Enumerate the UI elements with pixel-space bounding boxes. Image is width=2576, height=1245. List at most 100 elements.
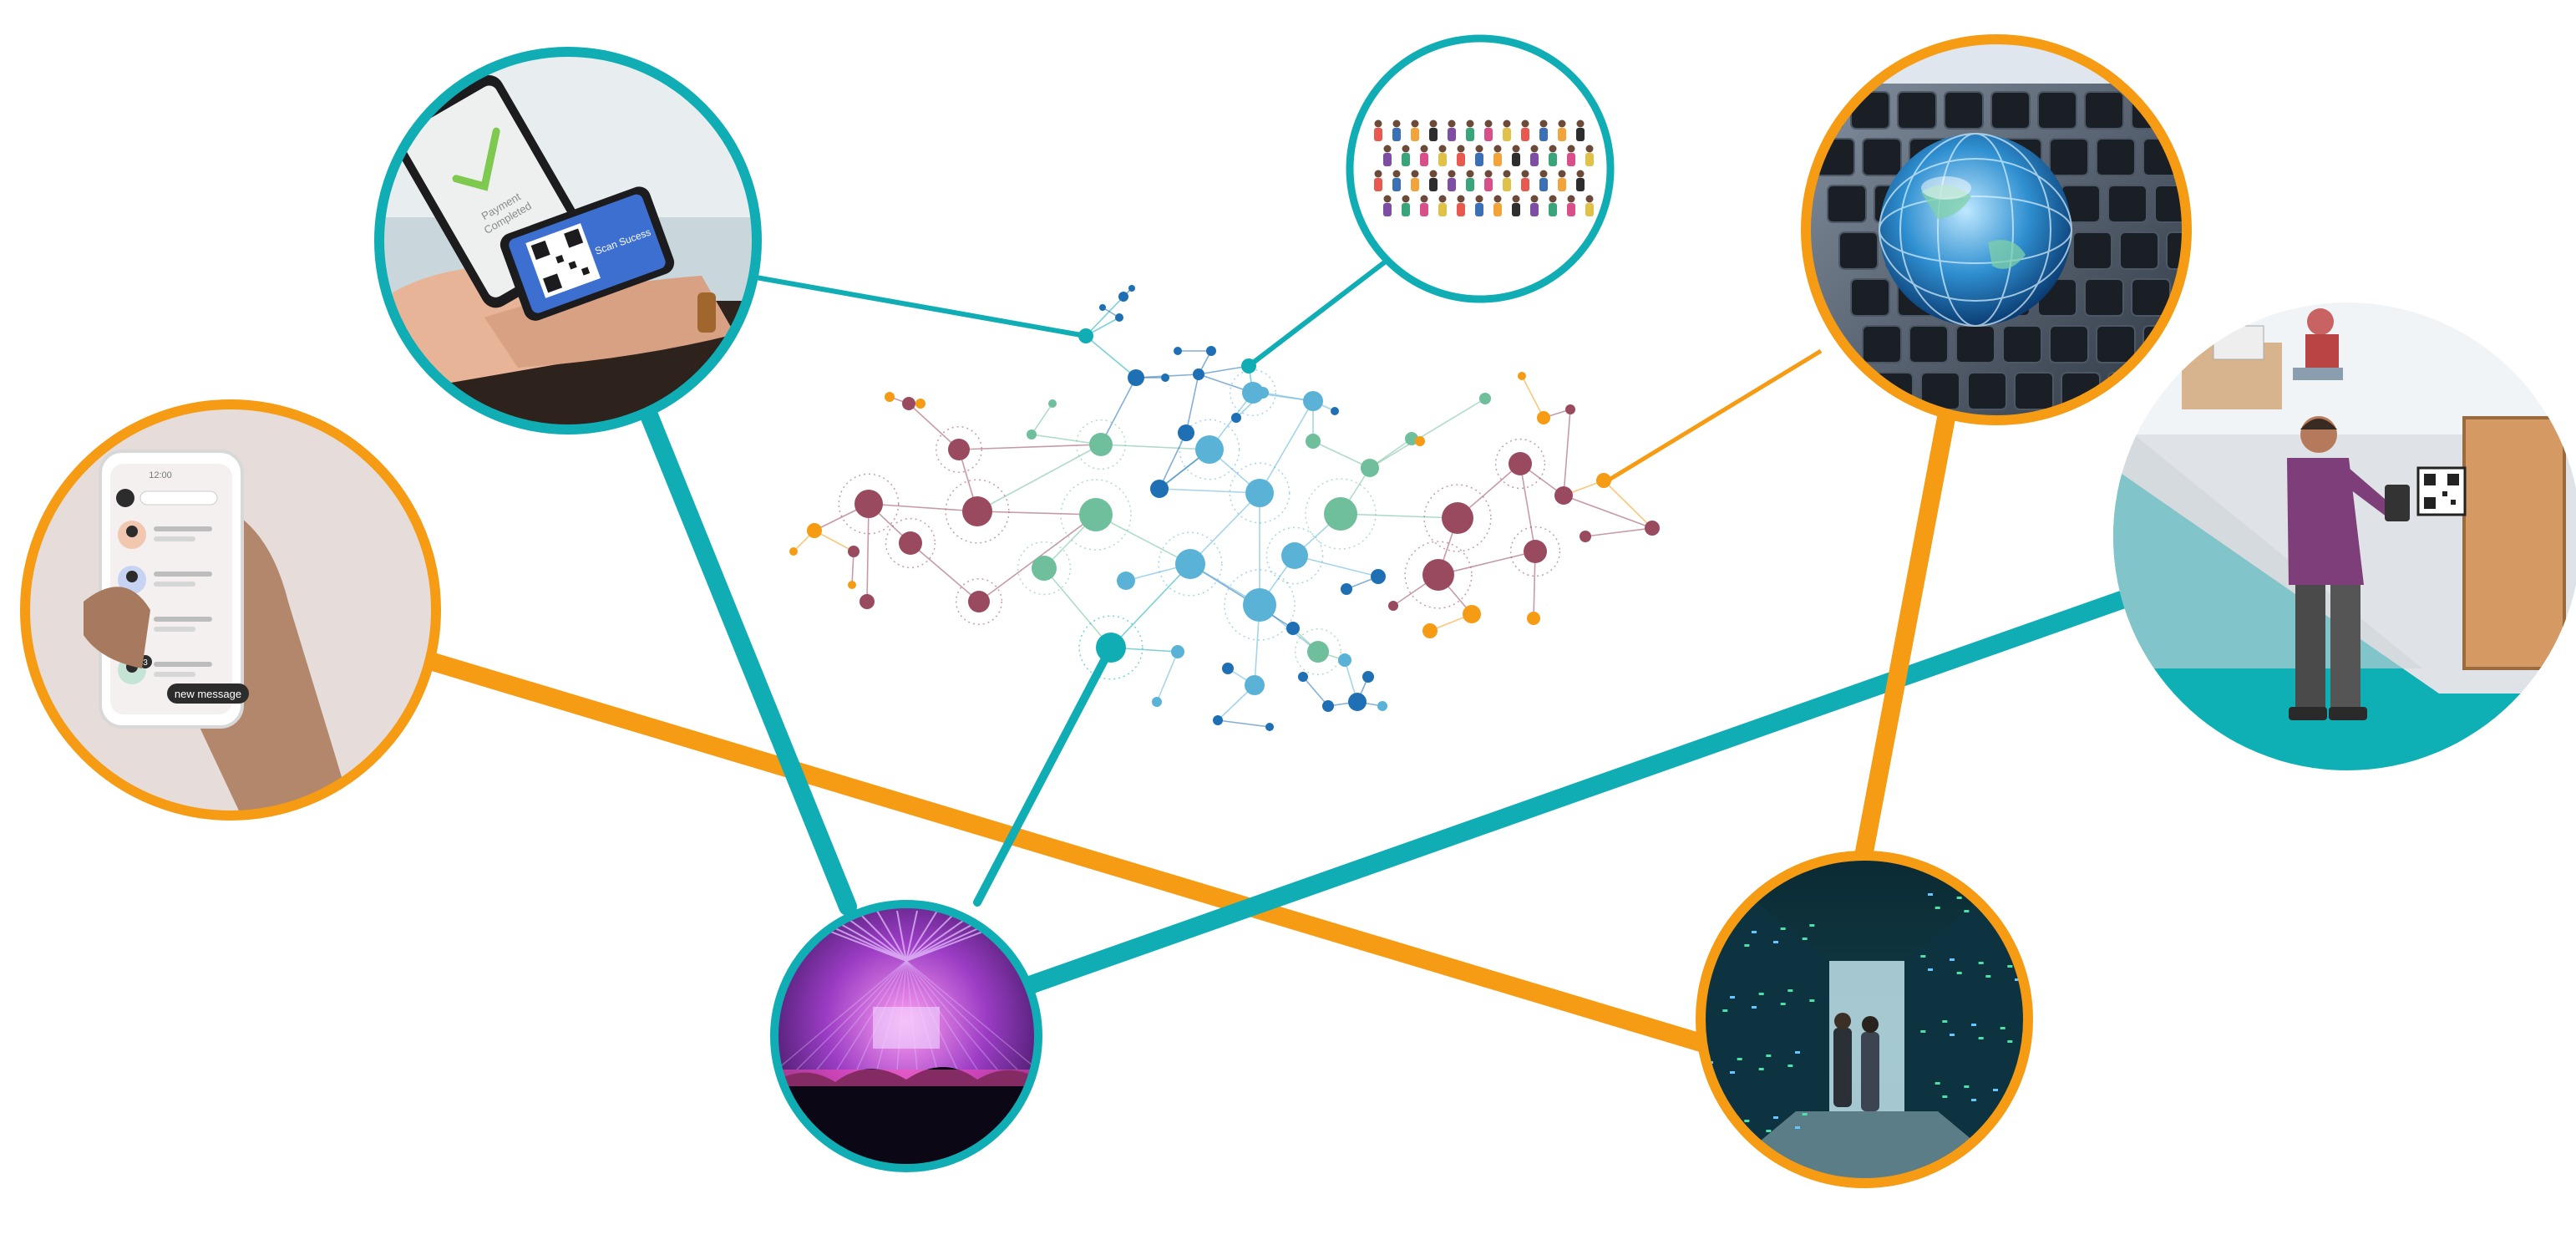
network-node — [1242, 382, 1264, 404]
network-node — [807, 523, 822, 538]
network-node-halo — [1158, 531, 1223, 597]
network-edge — [1156, 651, 1179, 703]
network-edge — [1340, 513, 1458, 519]
network-edge — [908, 403, 960, 450]
crowd-person-head — [1512, 145, 1520, 153]
network-node-halo — [1229, 462, 1291, 524]
network-node — [848, 581, 856, 589]
crowd-person-head — [1392, 119, 1401, 128]
connector-payment-to-concert — [638, 402, 857, 916]
network-node — [854, 490, 883, 518]
new-message-button[interactable]: new message — [175, 688, 241, 700]
crowd-person-head — [1493, 145, 1502, 153]
server-rack-light — [1978, 962, 1984, 964]
server-rack-light — [2000, 1027, 2006, 1029]
crowd-person-body — [1374, 178, 1382, 191]
crowd-person-head — [1493, 195, 1502, 203]
server-rack-light — [1758, 1068, 1764, 1070]
crowd-person-head — [1383, 145, 1392, 153]
server-rack-light — [1935, 907, 1940, 909]
network-node — [968, 591, 990, 612]
crowd-person-body — [1576, 178, 1585, 191]
crowd-illustration-icon — [1374, 119, 1594, 216]
server-rack-light — [1708, 886, 1713, 888]
crowd-person-body — [1530, 153, 1539, 166]
server-rack-light — [1787, 1065, 1793, 1067]
network-node — [1415, 436, 1425, 446]
crowd-person-body — [1539, 128, 1548, 141]
network-node — [1243, 588, 1276, 622]
network-node — [1032, 556, 1057, 581]
crowd-person-body — [1567, 203, 1575, 216]
network-edge — [958, 444, 1102, 450]
crowd-person-body — [1484, 128, 1493, 141]
chat-preview-line — [154, 572, 212, 577]
network-node-halo — [1224, 569, 1296, 641]
server-rack-light — [2021, 917, 2027, 919]
network-node — [1193, 368, 1204, 380]
server-rack-light — [1956, 972, 1962, 974]
keyboard-key — [2178, 91, 2187, 130]
crowd-person-body — [1438, 203, 1447, 216]
network-edge — [866, 503, 870, 602]
server-rack-light — [1928, 893, 1933, 896]
stage-light-beam — [905, 960, 1018, 1070]
server-rack-light — [1928, 968, 1933, 971]
crowd-person-head — [1374, 119, 1382, 128]
crowd-person-head — [1549, 145, 1557, 153]
crowd-person-head — [1429, 170, 1438, 178]
crowd-person-body — [1457, 153, 1465, 166]
chat-preview-line — [154, 627, 195, 632]
stage-light-beam — [896, 910, 907, 962]
network-edge — [1603, 480, 1653, 529]
crowd-person-head — [1512, 195, 1520, 203]
network-edge — [1100, 444, 1210, 450]
network-node-halo — [1179, 419, 1240, 480]
server-rack-light — [1920, 955, 1926, 958]
network-edge — [1294, 555, 1379, 577]
network-edge — [976, 511, 1097, 516]
keyboard-key — [1990, 91, 2031, 130]
network-node-halo — [1423, 484, 1492, 552]
network-node — [1245, 675, 1265, 695]
server-rack-light — [1766, 1130, 1772, 1132]
network-node-halo — [838, 473, 900, 535]
crowd-person-head — [1466, 119, 1474, 128]
network-node — [1178, 424, 1194, 441]
network-node — [1257, 387, 1269, 399]
network-edge — [1217, 719, 1270, 728]
crowd-person-body — [1549, 203, 1557, 216]
crowd-person-head — [1392, 170, 1401, 178]
crowd-person-body — [1493, 153, 1502, 166]
crowd-person-body — [1521, 178, 1529, 191]
stage-light-beam — [905, 960, 998, 1070]
crowd-person-head — [1475, 195, 1483, 203]
crowd-person-body — [1558, 128, 1566, 141]
server-rack-light — [1942, 1020, 1948, 1023]
server-rack-light — [1971, 1024, 1976, 1026]
crowd-person-head — [1383, 195, 1392, 203]
network-node — [1371, 569, 1386, 584]
keyboard-key — [2084, 91, 2124, 130]
network-node — [1303, 391, 1323, 411]
network-edge — [868, 503, 978, 512]
network-node — [1322, 700, 1334, 712]
network-node-halo — [1017, 541, 1072, 596]
keyboard-key — [2190, 139, 2229, 175]
server-rack-light — [1950, 1034, 1955, 1036]
network-node — [1174, 347, 1182, 355]
network-node — [1524, 540, 1547, 563]
crowd-person-head — [1503, 119, 1511, 128]
network-node — [1027, 429, 1037, 440]
network-node — [1118, 292, 1128, 302]
network-node — [1286, 622, 1300, 635]
crowd-person-head — [1503, 170, 1511, 178]
keyboard-key — [2096, 138, 2136, 176]
keyboard-key — [1827, 185, 1867, 223]
network-node — [1348, 693, 1367, 711]
network-edge — [1031, 403, 1053, 435]
server-rack-light — [2015, 978, 2020, 981]
network-node — [1115, 313, 1123, 322]
chat-preview-line — [154, 672, 195, 677]
qr-payment-photo-icon: Payment Completed Scan Sucess — [379, 52, 757, 429]
